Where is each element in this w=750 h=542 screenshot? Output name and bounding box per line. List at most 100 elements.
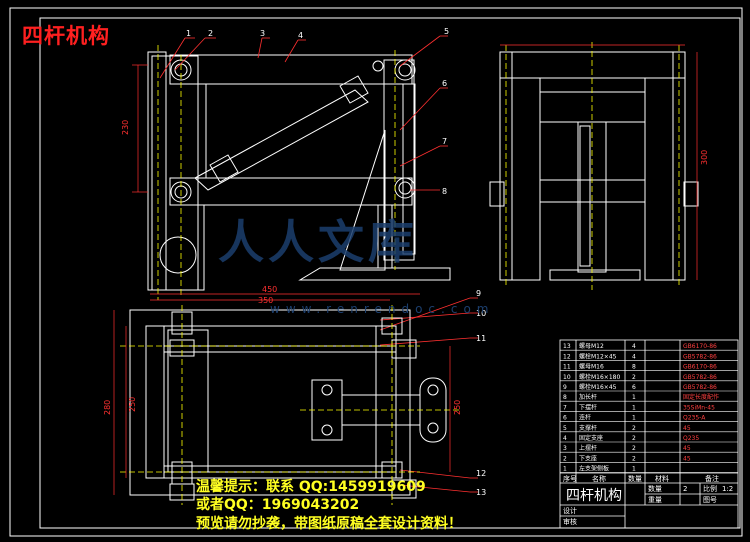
bom-cell-no: 7 xyxy=(563,404,567,411)
bom-cell-qty: 1 xyxy=(632,415,636,422)
callout-3: 3 xyxy=(260,29,265,38)
bom-cell-std: GB6170-86 xyxy=(683,343,717,350)
top-view xyxy=(129,309,447,501)
top-link xyxy=(169,54,413,85)
bom-cell-qty: 1 xyxy=(632,466,636,473)
drawing-title: 四杆机构 xyxy=(22,24,110,48)
bom-cell-std: 45 xyxy=(683,425,691,432)
bom-cell-std: 45 xyxy=(683,455,691,462)
callout-11: 11 xyxy=(476,334,486,343)
bom-cell-qty: 2 xyxy=(632,374,636,381)
bom-cell-qty: 2 xyxy=(632,425,636,432)
bom-cell-name: 螺母M16 xyxy=(579,363,604,371)
bom-cell-std: 固定长度配作 xyxy=(683,393,719,401)
sheet-border xyxy=(9,7,743,537)
dim-front-width-bottom: 350 xyxy=(258,296,273,305)
bom-cell-qty: 4 xyxy=(632,343,636,350)
bom-cell-name: 上摆杆 xyxy=(579,444,597,452)
tb-weight-label: 重量 xyxy=(648,496,662,504)
dim-front-height: 230 xyxy=(121,120,130,135)
bom-cell-no: 3 xyxy=(563,445,567,452)
watermark-line-3: 预览请勿抄袭，带图纸原稿全套设计资料！ xyxy=(196,516,462,532)
tb-scale-value: 1:2 xyxy=(722,485,733,493)
diagonal-cylinder xyxy=(194,89,369,191)
bom-cell-std: Q235-A xyxy=(683,415,706,422)
bom-header-note: 备注 xyxy=(705,474,719,483)
bom-cell-std: GB5782-86 xyxy=(683,384,717,391)
callout-1: 1 xyxy=(186,29,191,38)
dim-top-right: 250 xyxy=(453,400,462,415)
bom-cell-name: 下支座 xyxy=(579,454,597,462)
tb-scale-label: 比例 xyxy=(703,484,717,493)
callout-8: 8 xyxy=(442,187,447,196)
front-view xyxy=(147,51,451,291)
bom-cell-name: 加长杆 xyxy=(579,393,597,401)
callout-7: 7 xyxy=(442,137,447,146)
bom-header-name: 名称 xyxy=(592,474,606,483)
bom-cell-no: 6 xyxy=(563,415,567,422)
tb-qty-label: 数量 xyxy=(648,484,662,493)
bom-cell-no: 9 xyxy=(563,384,567,391)
watermark-url: www.renrendoc.com xyxy=(270,302,495,316)
watermark-line-1: 温馨提示：联系 QQ:1459919609 xyxy=(196,479,426,495)
bom-cell-no: 11 xyxy=(563,364,571,371)
dim-top-outer: 280 xyxy=(103,400,112,415)
side-view xyxy=(489,51,699,281)
bom-cell-std: GB5782-86 xyxy=(683,374,717,381)
bom-cell-std: 45 xyxy=(683,445,691,452)
bom-cell-qty: 4 xyxy=(632,353,636,360)
dim-top-inner: 250 xyxy=(128,397,137,412)
bom-cell-name: 支撑杆 xyxy=(579,424,597,432)
callout-4: 4 xyxy=(298,31,303,40)
bom-header-mat: 材料 xyxy=(655,474,669,483)
dim-side-height: 300 xyxy=(700,150,709,165)
bom-cell-qty: 2 xyxy=(632,435,636,442)
tb-qty-value: 2 xyxy=(683,485,687,493)
callout-6: 6 xyxy=(442,79,447,88)
watermark-line-2: 或者QQ：1969043202 xyxy=(196,497,360,513)
bom-cell-std: Q235 xyxy=(683,435,699,442)
watermark-logo: 人人文库 xyxy=(218,215,418,269)
bom-cell-qty: 1 xyxy=(632,404,636,411)
title-block-name: 四杆机构 xyxy=(566,488,622,504)
bom-cell-name: 螺栓M16×180 xyxy=(579,373,620,381)
dim-front-width-top: 450 xyxy=(262,285,277,294)
drawing-frame xyxy=(39,17,741,529)
bom-cell-qty: 2 xyxy=(632,455,636,462)
bom-header-no: 序号 xyxy=(563,474,577,483)
bom-cell-name: 连杆 xyxy=(579,414,591,422)
bom-cell-name: 螺栓M16×45 xyxy=(579,383,617,391)
bom-cell-std: GB6170-86 xyxy=(683,364,717,371)
base-hole xyxy=(159,236,197,274)
bom-cell-std: GB5782-86 xyxy=(683,353,717,360)
bom-cell-no: 10 xyxy=(563,374,571,381)
bom-cell-qty: 6 xyxy=(632,384,636,391)
bom-cell-no: 2 xyxy=(563,455,567,462)
bom-cell-no: 4 xyxy=(563,435,567,442)
bom-cell-qty: 2 xyxy=(632,445,636,452)
bom-cell-name: 左支架侧板 xyxy=(579,465,609,473)
bom-cell-name: 固定支座 xyxy=(579,434,603,442)
bom-cell-name: 螺母M12 xyxy=(579,342,604,350)
callout-12: 12 xyxy=(476,469,486,478)
bom-cell-name: 螺栓M12×45 xyxy=(579,352,617,360)
bom-cell-no: 8 xyxy=(563,394,567,401)
bom-cell-qty: 1 xyxy=(632,394,636,401)
callout-5: 5 xyxy=(444,27,449,36)
callout-9: 9 xyxy=(476,289,481,298)
bottom-link xyxy=(169,177,413,206)
bom-cell-no: 12 xyxy=(563,353,571,360)
tb-drawing-no: 图号 xyxy=(703,496,717,504)
bom-cell-no: 5 xyxy=(563,425,567,432)
callout-10: 10 xyxy=(476,309,486,318)
bom-cell-qty: 8 xyxy=(632,364,636,371)
bom-cell-std: 35SiMn-45 xyxy=(683,404,715,411)
bom-header-qty: 数量 xyxy=(628,474,642,483)
callout-13: 13 xyxy=(476,488,486,497)
bom-cell-name: 下摆杆 xyxy=(579,403,597,411)
bom-cell-no: 1 xyxy=(563,466,567,473)
callout-2: 2 xyxy=(208,29,213,38)
